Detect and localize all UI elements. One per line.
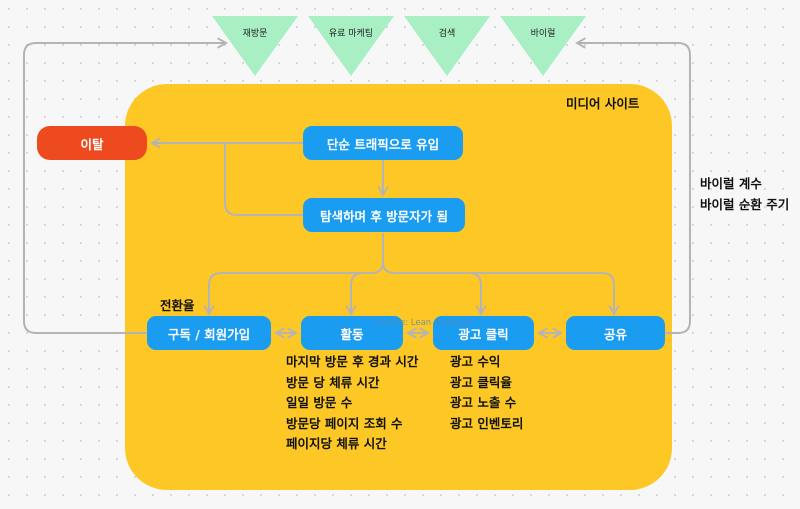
ad-metric: 광고 수익 <box>450 354 501 369</box>
activity-metric: 방문당 페이지 조회 수 <box>286 415 403 431</box>
channel-triangle-paid-marketing <box>308 16 394 76</box>
viral-cycle-label: 바이럴 순환 주기 <box>700 197 790 212</box>
viral-loop-arrow <box>575 37 691 334</box>
channel-label-search: 검색 <box>438 29 456 39</box>
activity-metric: 방문 당 체류 시간 <box>286 374 380 390</box>
visitor-churn-line <box>224 143 303 216</box>
branch-activity-arrow <box>345 272 364 316</box>
ad-metric: 광고 노출 수 <box>450 395 517 410</box>
visitor-node: 탐색하며 후 방문자가 됨 <box>303 198 465 232</box>
channel-label-viral: 바이럴 <box>530 29 556 39</box>
activity-metrics-list: 마지막 방문 후 경과 시간 방문 당 체류 시간 일일 방문 수 방문당 페이… <box>286 352 418 455</box>
branch-share-arrow <box>382 261 620 316</box>
activity-metric: 페이지당 체류 시간 <box>286 436 387 451</box>
ad-metrics-list: 광고 수익 광고 클릭율 광고 노출 수 광고 인벤토리 <box>450 352 523 434</box>
source-watermark: Source: Lean Analytics <box>376 318 473 328</box>
subscribe-node: 구독 / 회원가입 <box>147 316 271 350</box>
activity-metric: 마지막 방문 후 경과 시간 <box>286 354 419 369</box>
site-title: 미디어 사이트 <box>566 96 640 111</box>
channel-label-revisit: 재방문 <box>242 29 268 39</box>
ad-metric: 광고 클릭율 <box>450 374 512 390</box>
churn-node: 이탈 <box>37 126 147 160</box>
viral-coefficient-label: 바이럴 계수 <box>700 176 762 191</box>
share-node: 공유 <box>566 316 665 350</box>
ad-click-node: 광고 클릭 <box>433 316 534 350</box>
conversion-label: 전환율 <box>160 298 195 313</box>
activity-metric: 일일 방문 수 <box>286 395 353 410</box>
activity-node: 활동 <box>301 316 403 350</box>
channel-triangle-viral <box>500 16 586 76</box>
revisit-loop-arrow <box>23 37 228 334</box>
branch-ad-click-arrow <box>468 272 487 316</box>
channel-label-paid-marketing: 유료 마케팅 <box>328 29 374 39</box>
channel-triangle-revisit <box>212 16 298 76</box>
channel-triangle-search <box>404 16 490 76</box>
branch-subscribe-arrow <box>203 233 384 316</box>
traffic-node: 단순 트래픽으로 유입 <box>303 126 463 160</box>
ad-metric: 광고 인벤토리 <box>450 415 524 431</box>
